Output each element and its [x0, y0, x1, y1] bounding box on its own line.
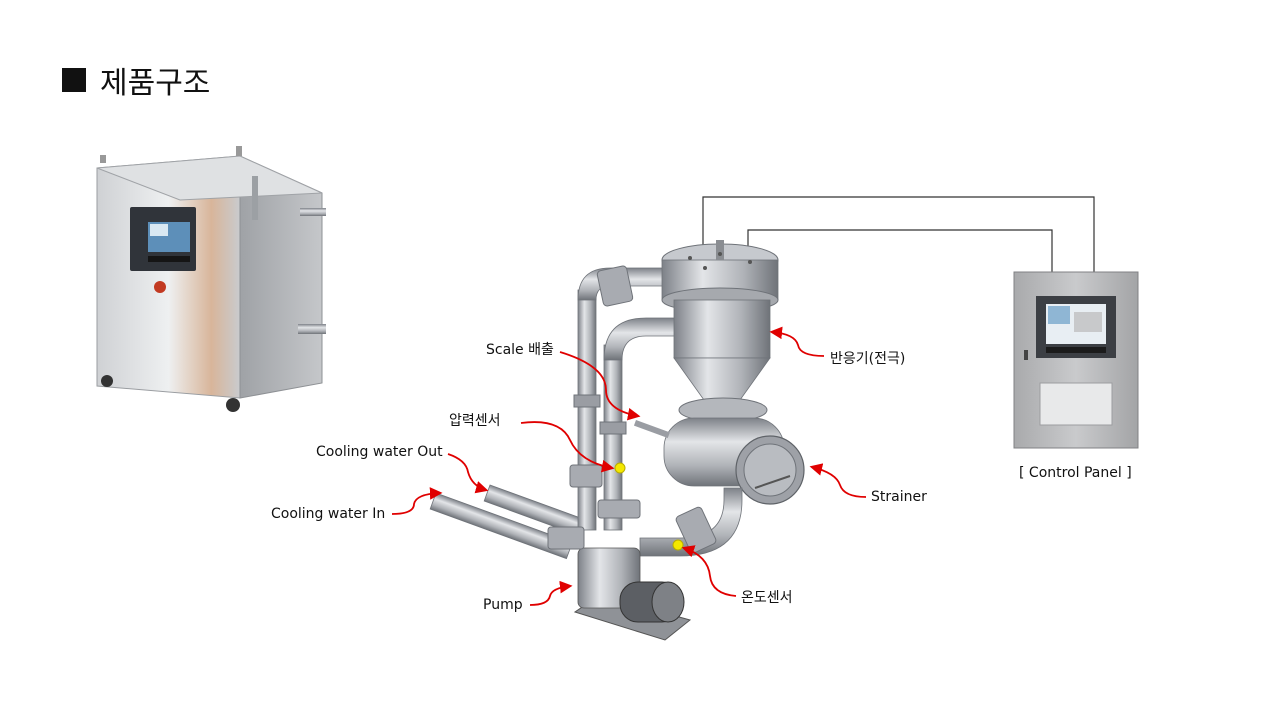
label-cooling-water-in: Cooling water In	[271, 506, 386, 522]
product-cabinet-image	[96, 146, 326, 412]
callout-arrows	[391, 326, 867, 606]
label-reactor: 반응기(전극)	[830, 351, 906, 367]
label-pressure-sensor: 압력센서	[449, 413, 501, 429]
label-temperature-sensor: 온도센서	[741, 590, 793, 606]
label-scale-discharge: Scale 배출	[486, 342, 554, 358]
temperature-sensor-marker	[672, 539, 684, 551]
pressure-sensor-marker	[614, 462, 626, 474]
label-pump: Pump	[483, 597, 523, 613]
square-bullet-icon	[62, 68, 86, 92]
control-panel-image	[1013, 271, 1139, 449]
system-illustration	[429, 240, 805, 641]
label-cooling-water-out: Cooling water Out	[316, 444, 443, 460]
label-strainer: Strainer	[871, 489, 927, 505]
label-control-panel: [ Control Panel ]	[1019, 465, 1132, 481]
slide-title-text: 제품구조	[100, 66, 211, 101]
slide-title: 제품구조	[62, 58, 210, 102]
